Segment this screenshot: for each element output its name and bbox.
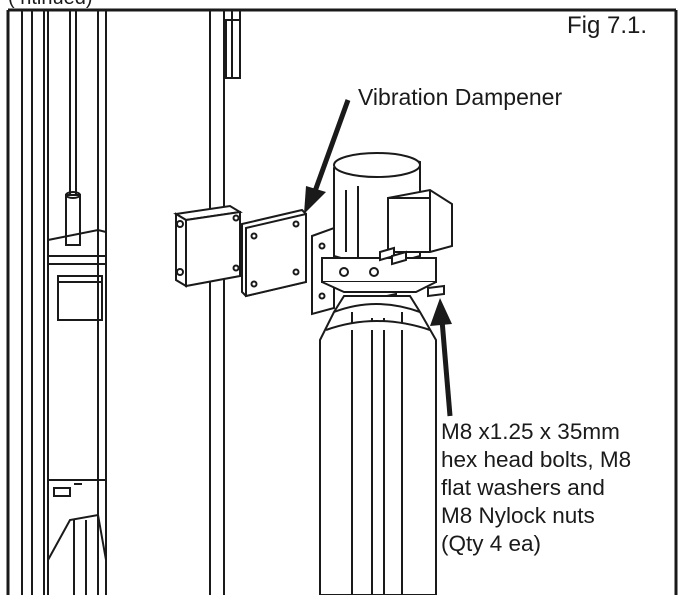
dampener-arrow [311,99,351,195]
figure-label: Fig 7.1. [567,12,648,39]
vibration-dampener-plate [241,208,307,298]
hardware-line: hex head bolts, M8 [441,447,632,472]
hardware-line: (Qty 4 ea) [441,531,542,556]
hardware-line: flat washers and [441,475,605,500]
motor [321,152,453,310]
hardware-line: M8 Nylock nuts [441,503,595,528]
bolt-arrow [439,319,453,417]
vibration-dampener-callout: Vibration Dampener [358,84,563,110]
pump-body [319,295,437,595]
frame-column [21,10,241,595]
mounting-bracket [173,204,243,288]
cropped-header-text: ( ntinued) [8,0,93,10]
hardware-callout: M8 x1.25 x 35mm hex head bolts, M8 flat … [441,418,631,558]
figure-border [6,8,678,595]
hardware-line: M8 x1.25 x 35mm [441,419,620,444]
callout-arrows [304,99,453,417]
